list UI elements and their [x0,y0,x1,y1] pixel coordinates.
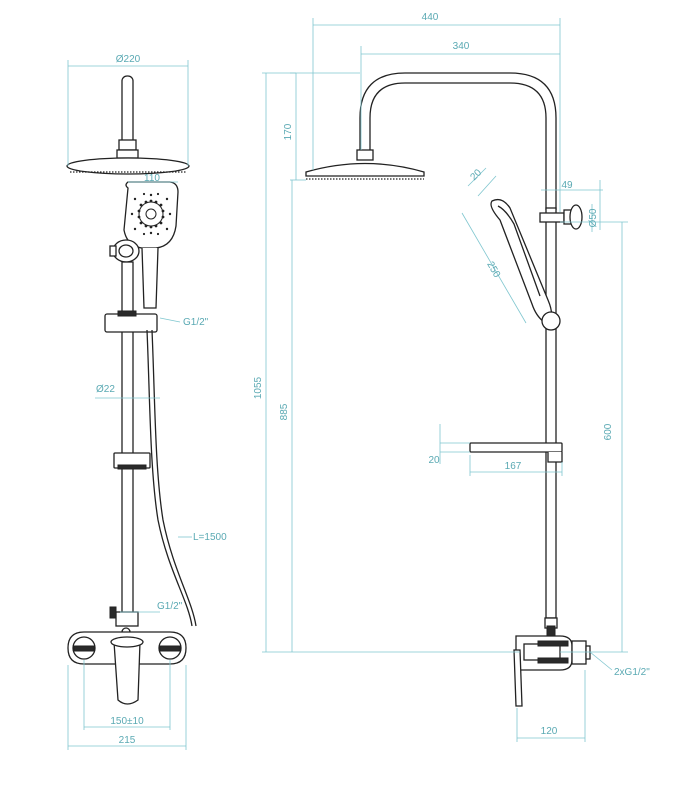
side-dimensions: 440 340 170 1055 885 20 250 49 Ø50 [253,12,650,742]
dim-mixer-depth: 120 [541,726,558,737]
dim-hose-length: L=1500 [193,532,227,543]
dim-connections: 2xG1/2" [614,667,650,678]
side-rail [545,207,557,619]
side-mixer-lever [513,649,523,707]
dim-rail-height: 885 [279,403,290,420]
dim-holder-diameter: Ø50 [588,208,599,227]
dim-arm-reach: 340 [453,41,470,52]
dim-thread-bottom: G1/2" [157,601,183,612]
side-view [305,72,591,707]
front-slider-clamp [104,313,158,333]
dim-total-height: 1055 [253,376,264,399]
front-mixer-lever [113,641,141,705]
dim-head-diameter: Ø220 [116,54,141,65]
side-shelf [469,442,563,453]
dim-head-drop: 170 [283,123,294,140]
dim-holder-offset: 49 [561,180,573,191]
dim-shelf-thickness: 20 [428,455,440,466]
dim-rail-diameter: Ø22 [96,384,115,395]
dim-center-distance: 150±10 [110,716,144,727]
front-nozzle-grid [130,192,172,236]
side-overhead-arm [359,72,557,210]
dim-shelf-depth: 167 [505,461,522,472]
dim-handshower-width: 110 [144,173,160,184]
dim-thread-top: G1/2" [183,317,209,328]
front-view [66,75,197,705]
front-dimensions: Ø220 110 G1/2" Ø22 L=1500 G1/2" 150±10 2… [67,54,227,750]
dim-shelf-height: 600 [603,423,614,440]
dim-total-width: 440 [422,12,439,23]
front-rain-head [66,157,190,175]
dim-hand-head-width: 20 [468,167,484,183]
side-holder-knob [541,311,561,331]
side-rain-head [305,162,425,177]
dim-mixer-width: 215 [119,735,136,746]
front-hose [146,329,193,627]
